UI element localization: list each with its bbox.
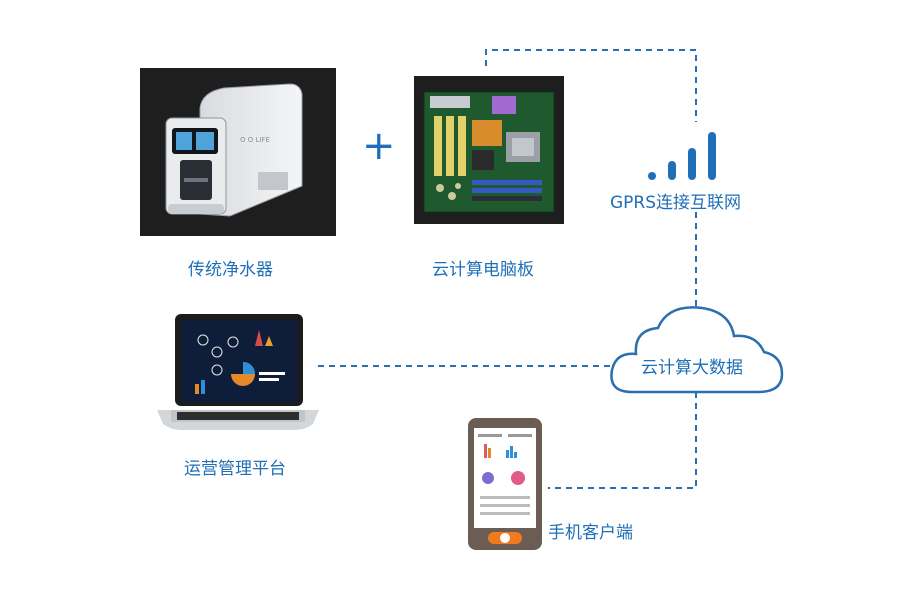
purifier-label: 传统净水器: [188, 260, 273, 280]
laptop-image: [155, 312, 321, 438]
connector-cloud-to-mobile: [548, 392, 697, 489]
water-purifier-image: O O LIFE: [140, 68, 336, 236]
motherboard-image: [414, 76, 564, 224]
mobile-label: 手机客户端: [548, 523, 633, 543]
platform-label: 运营管理平台: [184, 459, 286, 479]
phone-image: [466, 416, 544, 552]
cloud-shape: [606, 300, 786, 398]
plus-symbol: +: [362, 123, 396, 169]
signal-bars-icon: [646, 128, 728, 182]
board-label: 云计算电脑板: [432, 260, 534, 280]
cloud-label: 云计算大数据: [641, 358, 743, 378]
gprs-label: GPRS连接互联网: [610, 193, 742, 213]
svg-text:O O LIFE: O O LIFE: [240, 136, 270, 144]
connector-board-to-gprs: [485, 49, 697, 122]
